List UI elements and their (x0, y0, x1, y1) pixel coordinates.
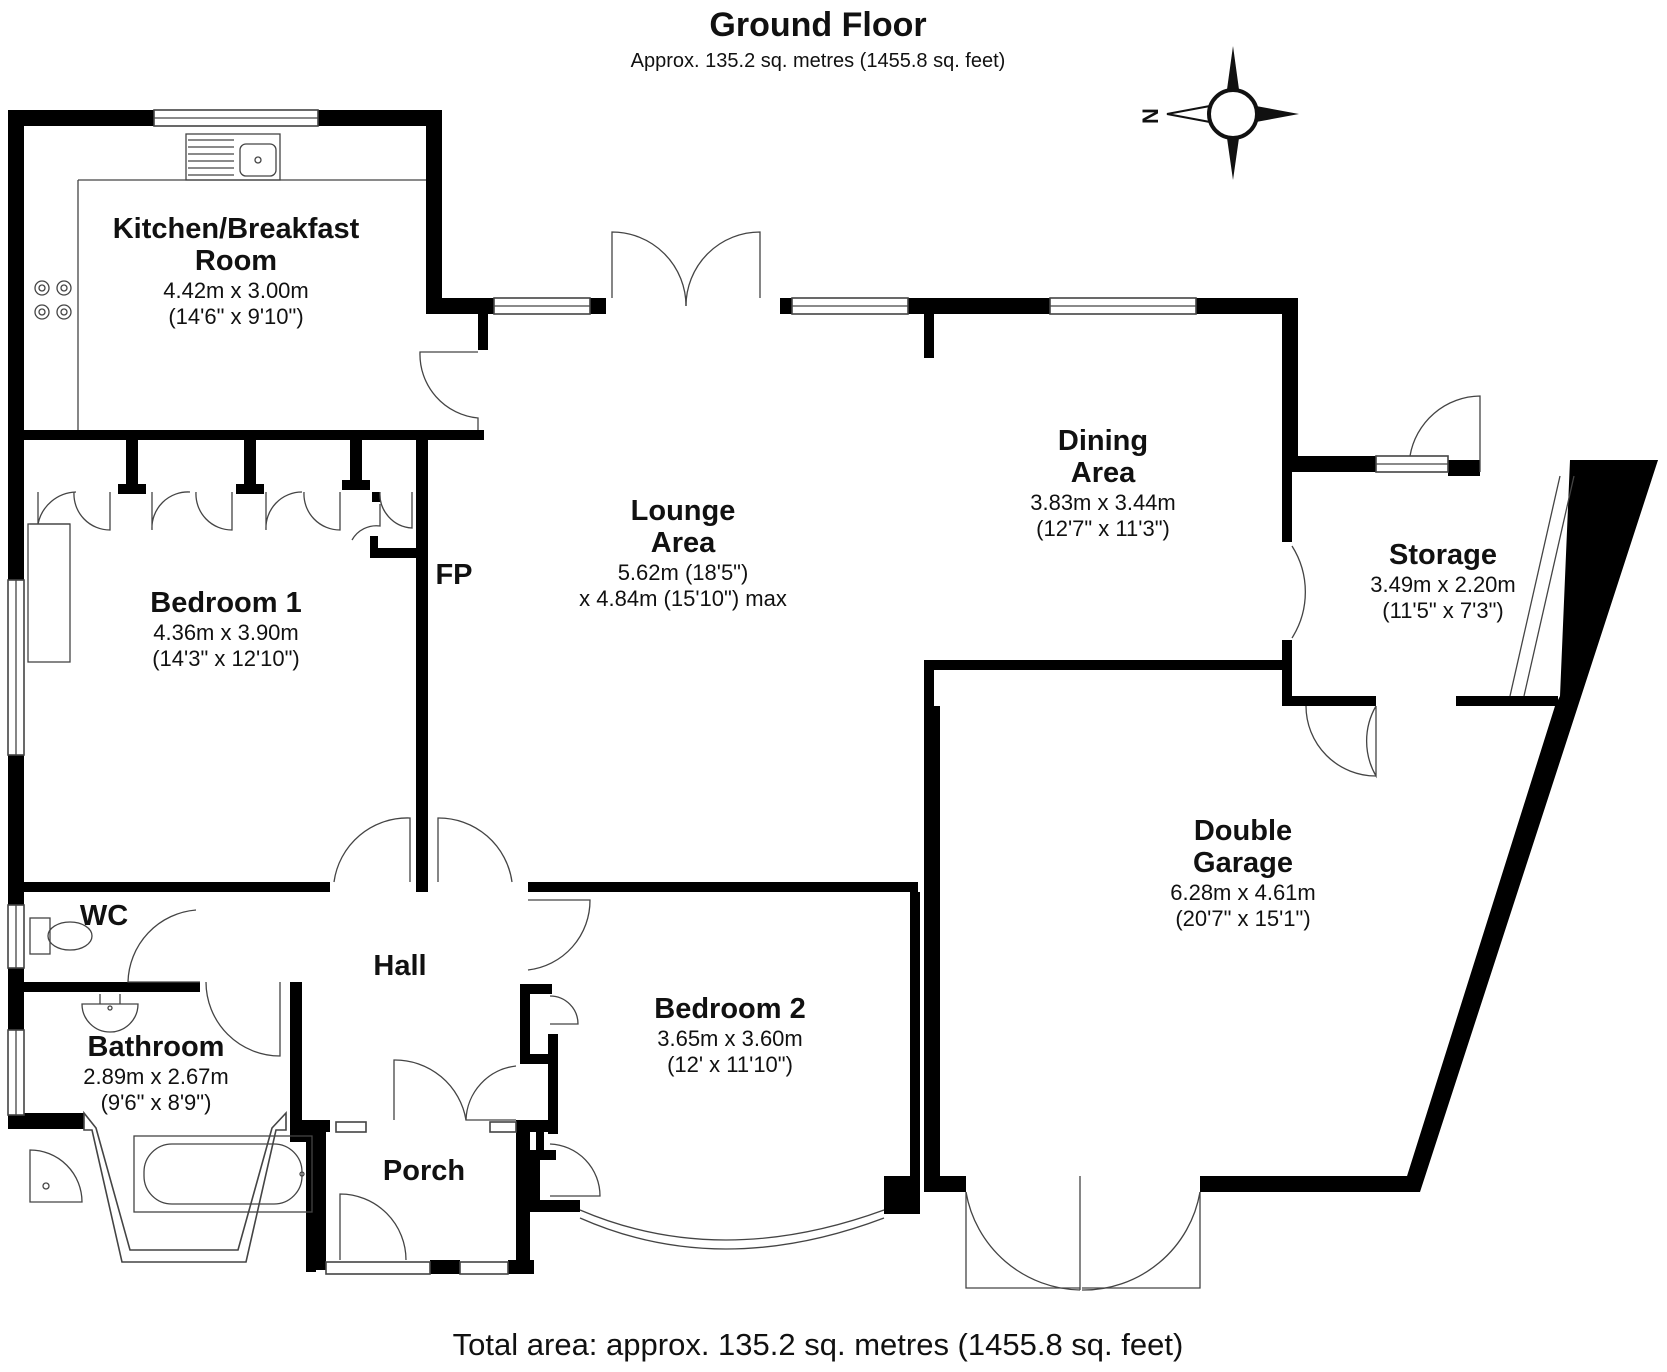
room-label-bedroom2: Bedroom 2 3.65m x 3.60m (12' x 11'10") (654, 993, 805, 1077)
room-label-dining: Dining Area 3.83m x 3.44m (12'7" x 11'3"… (1030, 425, 1176, 541)
wc-fixtures (29, 917, 93, 955)
walls (8, 110, 1658, 1274)
total-area-note: Total area: approx. 135.2 sq. metres (14… (453, 1327, 1184, 1362)
svg-text:Storage: Storage (1389, 539, 1497, 571)
svg-text:(14'3" x 12'10"): (14'3" x 12'10") (152, 646, 300, 671)
floor-title: Ground Floor (709, 6, 926, 44)
drainer-icon (188, 139, 234, 176)
compass-rose-icon: N (1138, 46, 1299, 180)
svg-text:Lounge: Lounge (631, 495, 736, 527)
windows (7, 109, 1449, 1275)
svg-text:x 4.84m (15'10") max: x 4.84m (15'10") max (579, 586, 787, 611)
room-label-bedroom1: Bedroom 1 4.36m x 3.90m (14'3" x 12'10") (150, 587, 301, 671)
svg-text:(14'6" x 9'10"): (14'6" x 9'10") (168, 304, 303, 329)
svg-text:3.83m x 3.44m: 3.83m x 3.44m (1030, 490, 1176, 515)
room-label-garage: Double Garage 6.28m x 4.61m (20'7" x 15'… (1170, 815, 1316, 931)
svg-text:Bedroom 2: Bedroom 2 (654, 993, 805, 1025)
bedroom1-fixtures (27, 523, 71, 663)
room-label-bathroom: Bathroom 2.89m x 2.67m (9'6" x 8'9") (83, 1031, 229, 1115)
svg-text:Porch: Porch (383, 1155, 465, 1187)
svg-text:Room: Room (195, 245, 277, 277)
svg-text:Bedroom 1: Bedroom 1 (150, 587, 301, 619)
svg-text:(12' x 11'10"): (12' x 11'10") (667, 1052, 793, 1077)
bathtub-icon (133, 1135, 313, 1213)
svg-text:Hall: Hall (373, 950, 426, 982)
svg-text:5.62m (18'5"): 5.62m (18'5") (618, 560, 749, 585)
sink-icon (239, 143, 277, 177)
svg-text:(11'5" x 7'3"): (11'5" x 7'3") (1382, 598, 1503, 623)
doors (37, 231, 1575, 1291)
svg-text:(12'7" x 11'3"): (12'7" x 11'3") (1036, 516, 1170, 541)
svg-text:4.42m x 3.00m: 4.42m x 3.00m (163, 278, 309, 303)
svg-text:4.36m x 3.90m: 4.36m x 3.90m (153, 620, 299, 645)
svg-text:Bathroom: Bathroom (88, 1031, 225, 1063)
compass-north-label: N (1138, 108, 1163, 124)
floor-area-subtitle: Approx. 135.2 sq. metres (1455.8 sq. fee… (631, 50, 1006, 72)
bathroom-fixtures (29, 994, 313, 1213)
room-label-porch: Porch (383, 1155, 465, 1187)
room-label-storage: Storage 3.49m x 2.20m (11'5" x 7'3") (1370, 539, 1516, 623)
room-label-wc: WC (80, 900, 128, 932)
toilet-icon (47, 921, 93, 951)
svg-text:(20'7" x 15'1"): (20'7" x 15'1") (1175, 906, 1310, 931)
svg-text:(9'6" x 8'9"): (9'6" x 8'9") (101, 1090, 212, 1115)
svg-text:Dining: Dining (1058, 425, 1148, 457)
svg-text:Kitchen/Breakfast: Kitchen/Breakfast (113, 213, 360, 245)
basin-icon (81, 1003, 139, 1033)
hob-icon (34, 280, 72, 320)
svg-text:Area: Area (1071, 457, 1136, 489)
svg-text:3.65m x 3.60m: 3.65m x 3.60m (657, 1026, 803, 1051)
svg-text:Garage: Garage (1193, 847, 1293, 879)
svg-text:2.89m x 2.67m: 2.89m x 2.67m (83, 1064, 229, 1089)
svg-text:Double: Double (1194, 815, 1292, 847)
kitchen-fixtures (34, 133, 426, 430)
shower-tray-icon (29, 1149, 83, 1203)
room-label-hall: Hall (373, 950, 426, 982)
svg-text:Area: Area (651, 527, 716, 559)
svg-text:3.49m x 2.20m: 3.49m x 2.20m (1370, 572, 1516, 597)
room-label-lounge: Lounge Area 5.62m (18'5") x 4.84m (15'10… (579, 495, 787, 611)
svg-text:6.28m x 4.61m: 6.28m x 4.61m (1170, 880, 1316, 905)
room-label-kitchen: Kitchen/Breakfast Room 4.42m x 3.00m (14… (113, 213, 360, 329)
fireplace-label: FP (435, 559, 472, 591)
svg-text:WC: WC (80, 900, 128, 932)
